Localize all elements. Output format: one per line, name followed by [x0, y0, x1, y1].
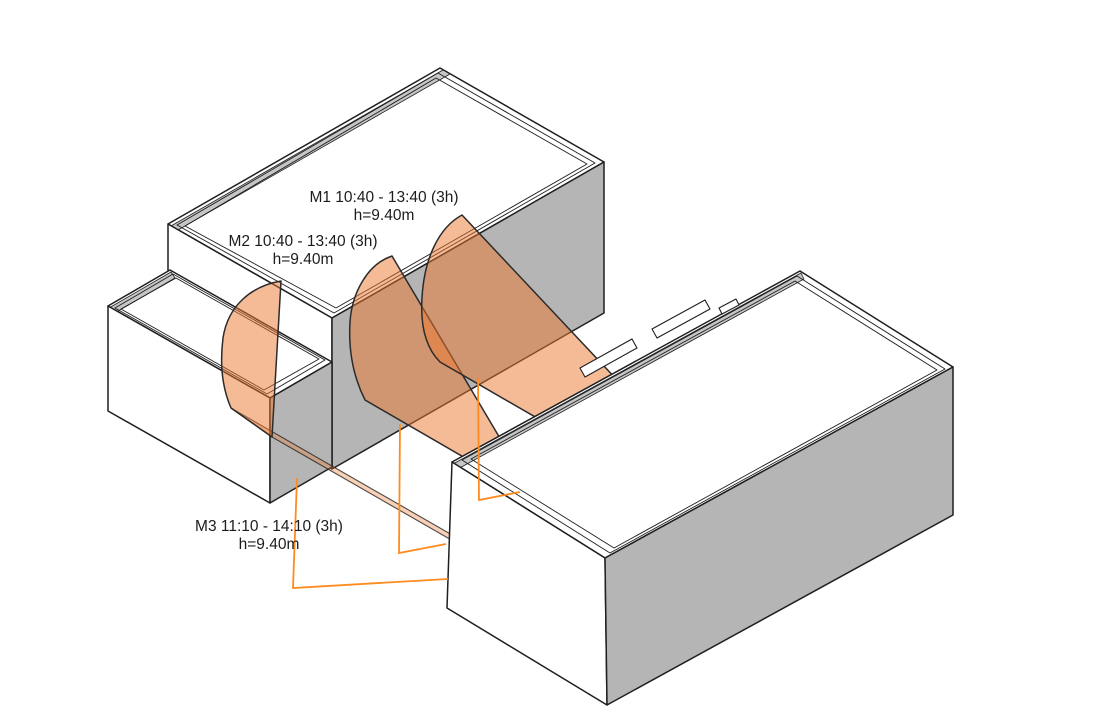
label-m1-line1: M1 10:40 - 13:40 (3h)	[309, 189, 458, 206]
shadow-outline-m3	[292, 477, 449, 589]
left-building-parapet-inner-line-1	[176, 72, 596, 314]
right-building-wall-southeast	[604, 366, 954, 706]
right-building-roof-tab-2	[651, 299, 711, 339]
annex-parapet-inner-line-1	[114, 273, 326, 395]
label-m3-line2: h=9.40m	[239, 536, 300, 553]
sun-fan-m2	[348, 255, 537, 500]
label-m3-line1: M3 11:10 - 14:10 (3h)	[195, 518, 343, 535]
shadow-outlines	[292, 377, 521, 589]
shadow-outline-m2	[398, 423, 447, 555]
measurement-labels: M1 10:40 - 13:40 (3h) h=9.40m M2 10:40 -…	[195, 189, 458, 553]
right-building-roof-tab-1	[579, 338, 638, 378]
label-m2-line2: h=9.40m	[273, 251, 334, 268]
label-m2-line1: M2 10:40 - 13:40 (3h)	[228, 233, 377, 250]
left-building-parapet-inner-line-2	[184, 77, 588, 309]
right-building	[446, 270, 954, 706]
right-building-parapet-inner-line-2	[470, 280, 938, 549]
right-building-parapet-inner-line-1	[461, 275, 946, 554]
annex-parapet-inner-line-2	[120, 277, 320, 391]
annex-wall-southeast	[269, 361, 333, 504]
label-m1-line2: h=9.40m	[354, 207, 415, 224]
shadow-outline-m1	[477, 377, 521, 502]
sun-fan-m3	[220, 280, 282, 438]
right-building-roof-tab-3	[718, 298, 740, 315]
